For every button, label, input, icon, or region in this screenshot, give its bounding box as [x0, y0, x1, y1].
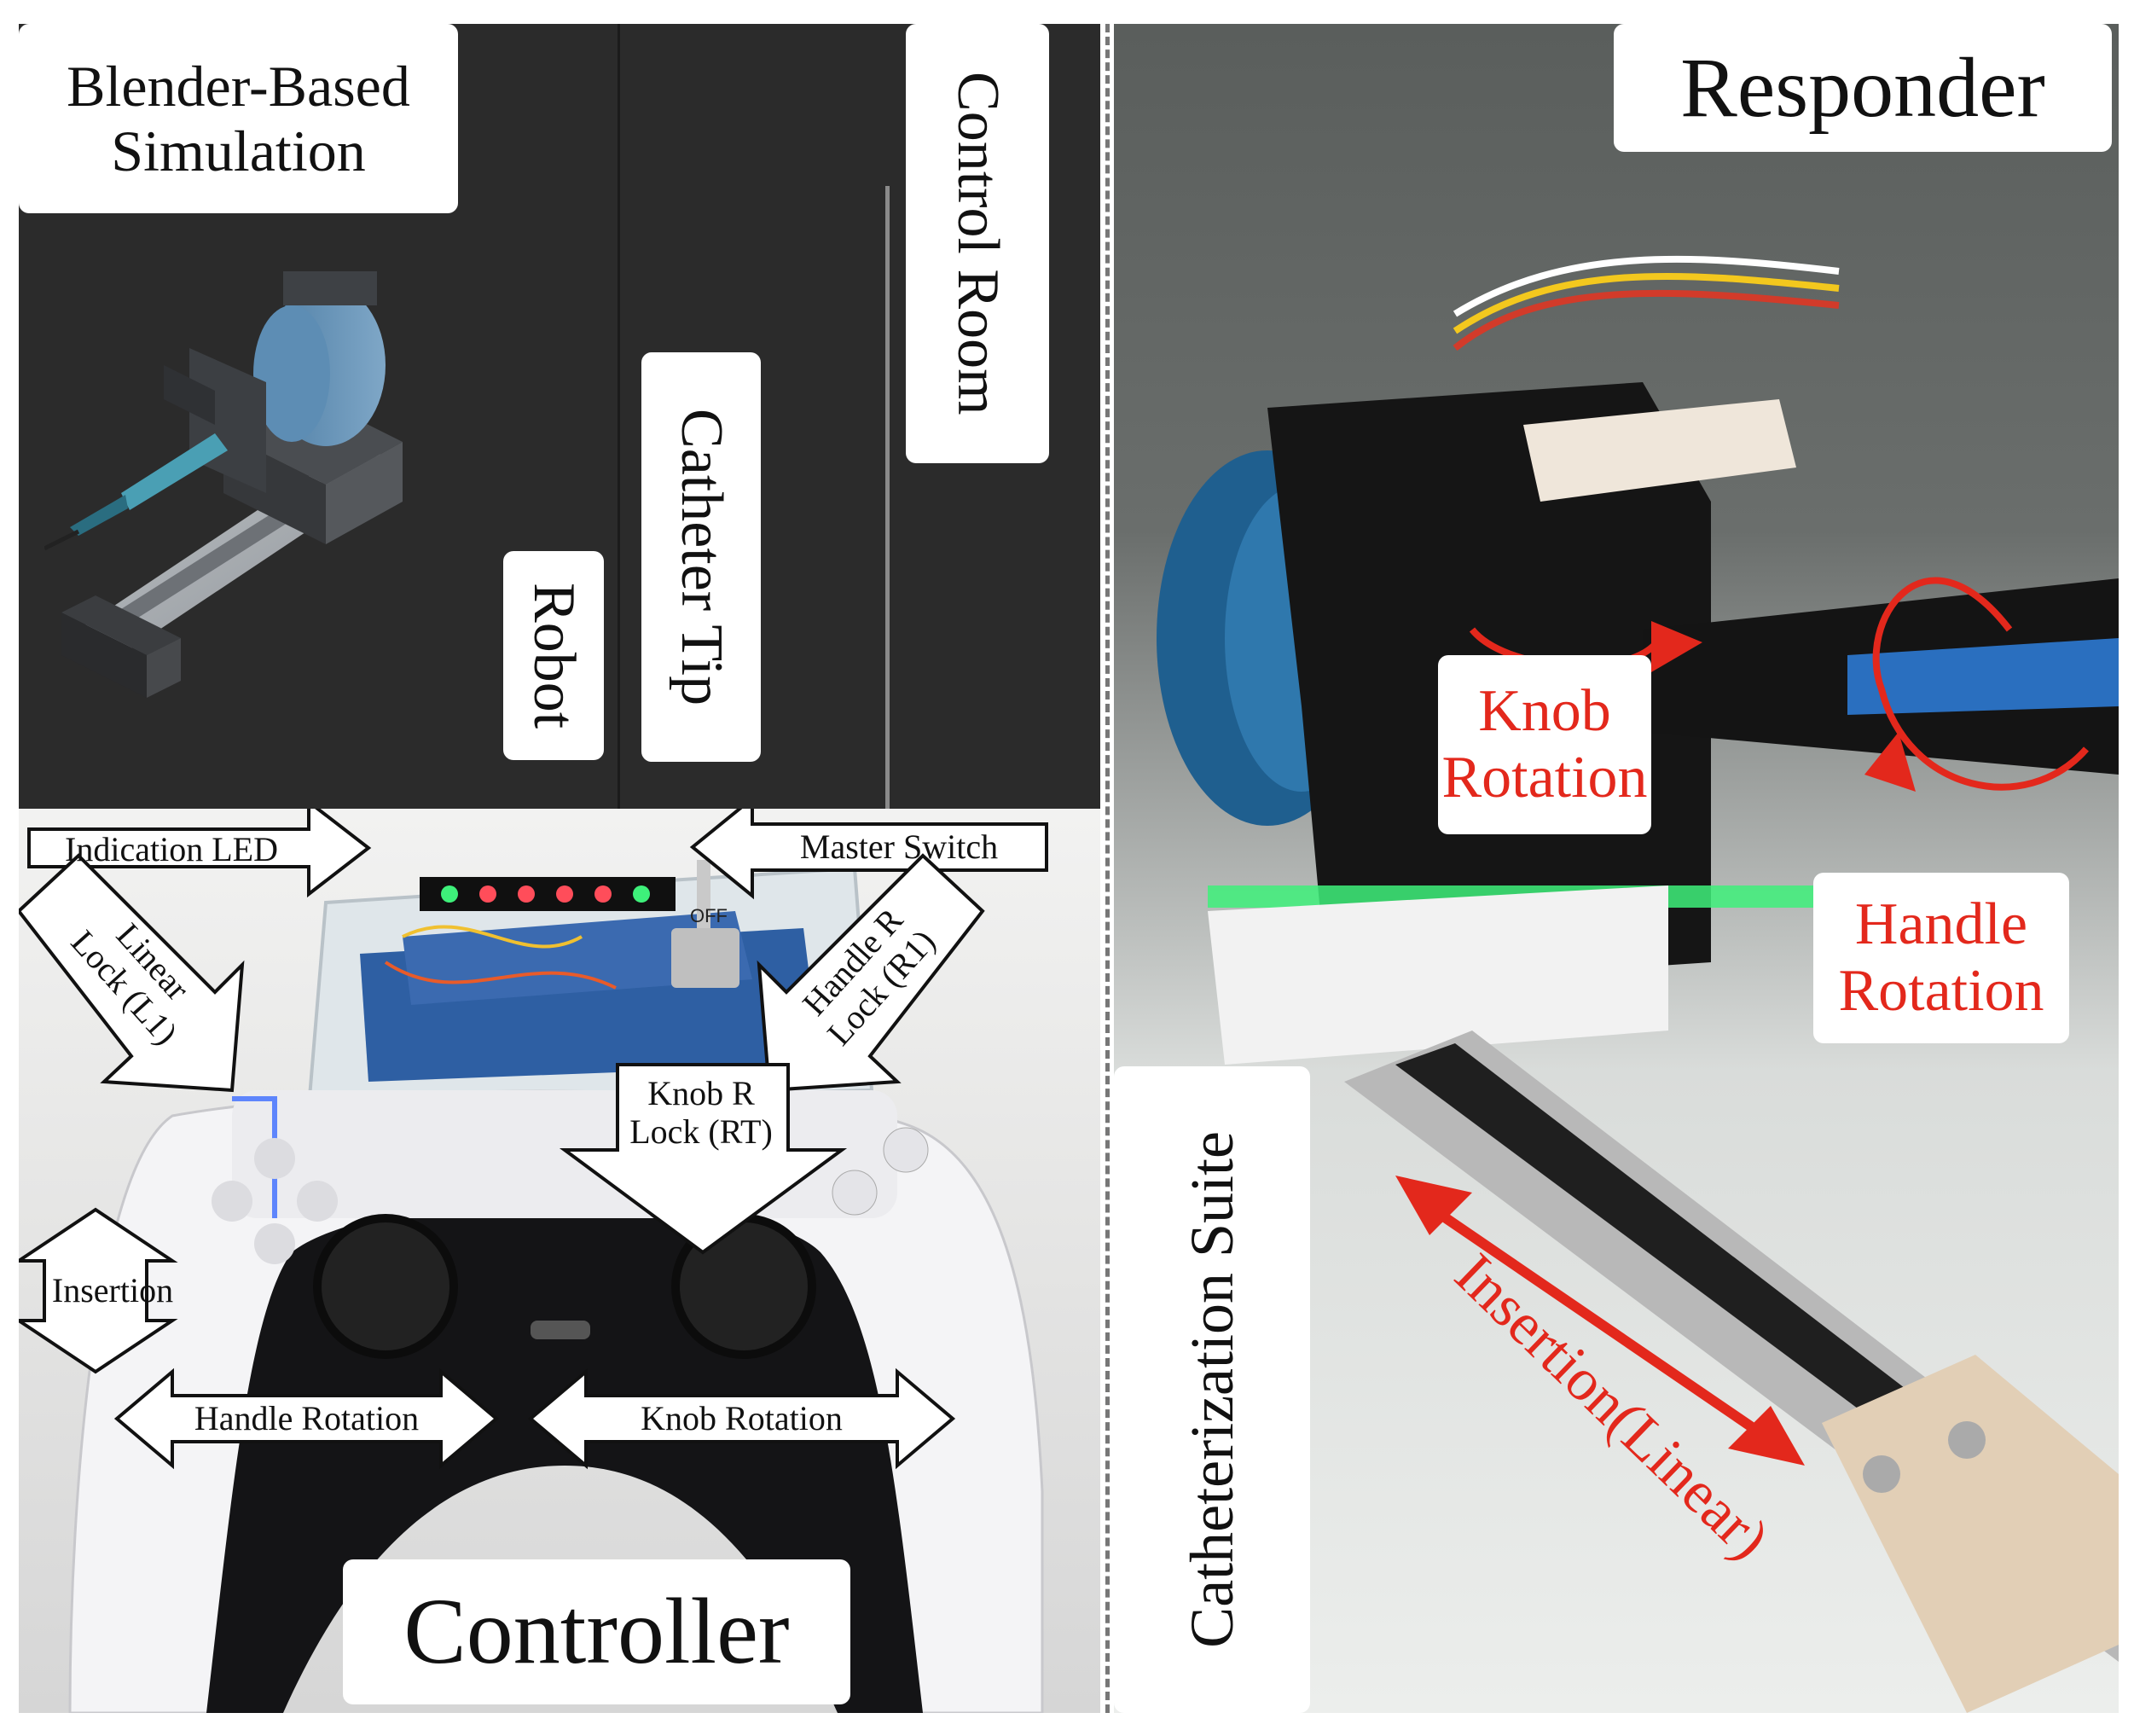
simulation-title: Blender-Based Simulation — [19, 24, 458, 213]
handle-r-lock-arrow — [757, 853, 985, 1093]
knob-r-lock-label: Knob R Lock (RT) — [629, 1074, 773, 1151]
responder-panel: Responder Knob Rotation Handle Rotation … — [1114, 24, 2119, 1713]
responder-photo — [1157, 255, 2119, 1713]
responder-title: Responder — [1614, 24, 2112, 152]
handle-rotation-arrow-icon — [1872, 577, 2090, 791]
master-switch-arrow — [689, 809, 1048, 900]
insertion-label: Insertion — [51, 1270, 174, 1309]
led-red-1 — [479, 885, 496, 903]
handle-rotation-arrow — [113, 1367, 500, 1470]
switch-off-text: OFF — [690, 905, 728, 926]
knob-r-lock-arrow — [559, 1063, 848, 1255]
knob-rotation-label: Knob Rotation — [641, 1398, 843, 1437]
viewport-cursor-line — [885, 186, 890, 809]
linear-lock-arrow — [19, 853, 245, 1093]
robot-label-text: Robot — [521, 582, 587, 729]
controller-panel: OFF — [19, 809, 1100, 1713]
handle-rotation-label: Handle Rotation — [1813, 873, 2069, 1043]
indication-led-label: Indication LED — [65, 829, 278, 868]
knob-rotation-arrow — [527, 1367, 956, 1470]
led-red-4 — [594, 885, 612, 903]
panel-divider — [1105, 24, 1110, 1713]
catheter-tip-label-text: Catheter Tip — [669, 408, 734, 706]
led-green-1 — [441, 885, 458, 903]
led-red-3 — [556, 885, 573, 903]
handle-rotation-label: Handle Rotation — [194, 1398, 420, 1437]
robot-label: Robot — [503, 551, 604, 760]
insertion-arrowhead-down — [1728, 1406, 1805, 1466]
led-red-2 — [518, 885, 535, 903]
callout-arrows — [19, 809, 1048, 1470]
insertion-arrowhead-up — [1395, 1176, 1472, 1235]
controller-title: Controller — [343, 1559, 850, 1704]
arduino-box — [306, 860, 874, 1110]
catheterization-suite-label: Catheterization Suite — [1114, 1066, 1310, 1713]
catheter-tip-label: Catheter Tip — [641, 352, 761, 762]
master-switch-label: Master Switch — [799, 827, 999, 866]
insertion-arrow-line — [1418, 1197, 1774, 1444]
insertion-arrow — [19, 1207, 178, 1374]
control-room-label: Control Room — [906, 24, 1049, 463]
robot-render — [44, 271, 403, 698]
knob-rotation-label: Knob Rotation — [1438, 655, 1651, 834]
simulation-panel: Blender-Based Simulation Robot Catheter … — [19, 24, 1100, 809]
led-green-2 — [633, 885, 650, 903]
control-room-label-text: Control Room — [945, 72, 1011, 415]
knob-rotation-arrowhead — [1651, 621, 1702, 672]
viewport-divider — [618, 24, 620, 809]
handle-rotation-arrowhead — [1864, 732, 1916, 792]
catheterization-suite-text: Catheterization Suite — [1177, 1131, 1246, 1648]
